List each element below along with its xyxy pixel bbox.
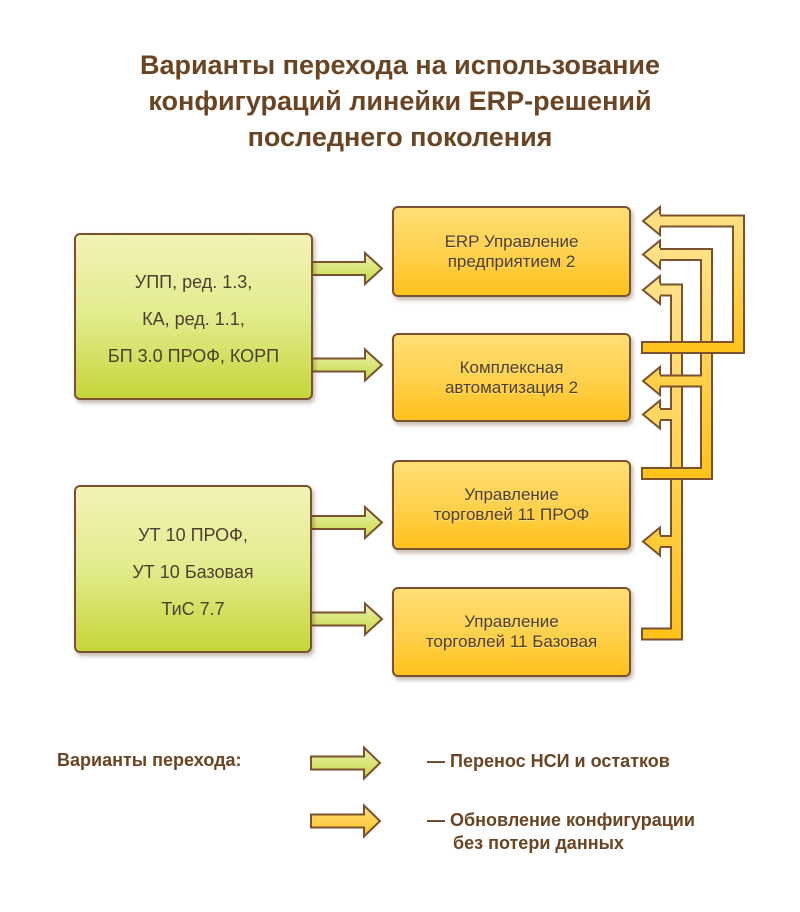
arrowhead-ut11p-to-ka2 <box>641 364 661 398</box>
box-label-line: УТ 10 ПРОФ, <box>138 524 248 545</box>
yellow-arrow-right-icon <box>310 803 382 839</box>
arrowhead-ut11p-to-erp <box>641 238 661 271</box>
transfer-arrow-src2-to-ut11p <box>307 504 384 541</box>
box-label-line: ERP Управление <box>444 231 579 251</box>
target-box-ka2: Комплексная автоматизация 2 <box>392 333 631 422</box>
transfer-arrow-src2-to-ut11b <box>307 601 384 637</box>
arrowhead-ka2-to-erp <box>641 204 661 238</box>
box-label-line: БП 3.0 ПРОФ, КОРП <box>107 346 280 366</box>
diagram-title: Варианты перехода на использование конфи… <box>0 47 800 155</box>
box-label-line: УПП, ред. 1.3, <box>134 272 253 292</box>
box-label-line: Управление <box>464 485 559 504</box>
target-box-erp: ERP Управление предприятием 2 <box>392 206 631 297</box>
title-line: последнего поколения <box>247 122 553 152</box>
box-label-line: Комплексная <box>459 357 564 377</box>
box-label-line: автоматизация 2 <box>444 377 579 397</box>
box-label-line: ТиС 7.7 <box>161 598 225 619</box>
box-label-line: торговлей 11 ПРОФ <box>433 505 590 524</box>
target-box-ut11-prof: Управление торговлей 11 ПРОФ <box>392 460 631 550</box>
legend-item-upgrade-continued: без потери данных <box>453 833 624 853</box>
upgrade-connector-from-ut11p <box>641 238 713 480</box>
box-label-line: УТ 10 Базовая <box>132 561 254 582</box>
legend-item-upgrade: — Обновление конфигурации <box>427 810 695 830</box>
box-label-line: КА, ред. 1.1, <box>142 309 245 329</box>
target-box-ut11-base: Управление торговлей 11 Базовая <box>392 587 631 677</box>
title-line: Варианты перехода на использование <box>139 50 661 80</box>
arrowhead-ut11b-to-erp <box>641 273 661 307</box>
green-arrow-right-icon <box>310 745 382 781</box>
arrowhead-ut11b-to-ka2 <box>641 398 661 431</box>
upgrade-connector-from-ut11b <box>641 273 683 641</box>
upgrade-connector-from-ka2 <box>641 204 745 354</box>
source-box-upp-ka-bp: УПП, ред. 1.3, КА, ред. 1.1, БП 3.0 ПРОФ… <box>74 233 313 400</box>
transfer-arrow-src1-to-erp <box>308 250 384 287</box>
box-label-line: предприятием 2 <box>447 251 576 271</box>
title-line: конфигураций линейки ERP-решений <box>148 86 652 116</box>
arrowhead-ut11b-to-ut11p <box>641 525 661 558</box>
box-label-line: торговлей 11 Базовая <box>425 632 598 651</box>
transfer-arrow-src1-to-ka2 <box>308 347 384 383</box>
box-label-line: Управление <box>464 612 559 631</box>
legend-heading: Варианты перехода: <box>57 750 242 770</box>
source-box-ut10-tis: УТ 10 ПРОФ, УТ 10 Базовая ТиС 7.7 <box>74 485 312 653</box>
legend-item-transfer: — Перенос НСИ и остатков <box>427 751 670 771</box>
